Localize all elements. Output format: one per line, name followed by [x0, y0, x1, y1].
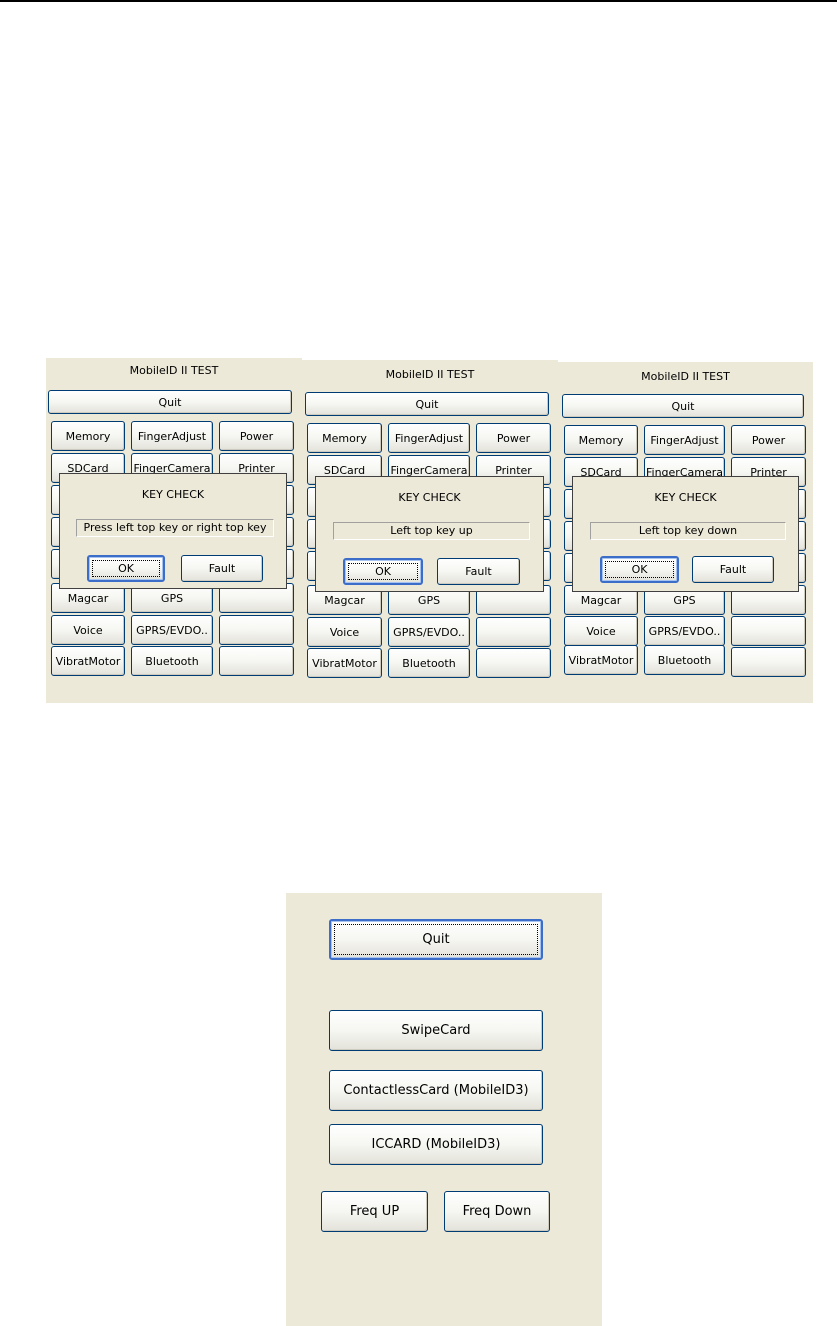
quit-button[interactable]: Quit: [305, 392, 549, 416]
vibrat-motor-button[interactable]: VibratMotor: [307, 648, 382, 678]
bluetooth-button[interactable]: Bluetooth: [388, 648, 470, 678]
voice-button[interactable]: Voice: [564, 616, 638, 646]
bluetooth-button[interactable]: Bluetooth: [131, 646, 213, 676]
key-check-dialog: KEY CHECK Left top key down OK Fault: [572, 476, 799, 592]
fault-button[interactable]: Fault: [181, 555, 263, 582]
voice-button[interactable]: Voice: [307, 617, 382, 647]
card-test-screen: Quit SwipeCard ContactlessCard (MobileID…: [286, 893, 602, 1326]
vibrat-motor-button[interactable]: VibratMotor: [564, 645, 638, 675]
memory-button[interactable]: Memory: [307, 423, 382, 453]
screen-title: MobileID II TEST: [641, 370, 730, 383]
dialog-title: KEY CHECK: [654, 491, 717, 504]
swipe-card-button[interactable]: SwipeCard: [329, 1010, 543, 1051]
power-button[interactable]: Power: [476, 423, 551, 453]
contactless-card-button[interactable]: ContactlessCard (MobileID3): [329, 1070, 543, 1111]
page-top-rule: [0, 0, 837, 2]
power-button[interactable]: Power: [219, 421, 294, 451]
fault-button[interactable]: Fault: [692, 556, 774, 583]
bluetooth-button[interactable]: Bluetooth: [644, 645, 725, 675]
empty-button-7[interactable]: [731, 616, 806, 646]
memory-button[interactable]: Memory: [564, 425, 638, 455]
gprs-evdo-button[interactable]: GPRS/EVDO..: [644, 616, 725, 646]
test-screen-2: MobileID II TEST Quit Memory FingerAdjus…: [302, 360, 558, 703]
test-screen-1: MobileID II TEST Quit Memory FingerAdjus…: [46, 358, 302, 703]
key-status-field: Left top key down: [590, 522, 786, 540]
ok-button[interactable]: OK: [600, 556, 679, 583]
key-check-dialog: KEY CHECK Left top key up OK Fault: [315, 476, 544, 592]
key-status-field: Left top key up: [333, 522, 530, 540]
empty-button-8[interactable]: [731, 647, 806, 677]
memory-button[interactable]: Memory: [51, 421, 125, 451]
vibrat-motor-button[interactable]: VibratMotor: [51, 646, 125, 676]
quit-button[interactable]: Quit: [562, 394, 804, 418]
quit-button[interactable]: Quit: [329, 919, 543, 960]
empty-button-8[interactable]: [476, 648, 551, 678]
key-status-field: Press left top key or right top key: [76, 519, 274, 537]
fault-button[interactable]: Fault: [437, 558, 520, 585]
finger-adjust-button[interactable]: FingerAdjust: [388, 423, 470, 453]
gprs-evdo-button[interactable]: GPRS/EVDO..: [388, 617, 470, 647]
finger-adjust-button[interactable]: FingerAdjust: [131, 421, 213, 451]
iccard-button[interactable]: ICCARD (MobileID3): [329, 1124, 543, 1165]
screen-title: MobileID II TEST: [385, 368, 475, 381]
gprs-evdo-button[interactable]: GPRS/EVDO..: [131, 615, 213, 645]
freq-up-button[interactable]: Freq UP: [321, 1191, 428, 1232]
screen-title: MobileID II TEST: [129, 364, 219, 377]
voice-button[interactable]: Voice: [51, 615, 125, 645]
empty-button-7[interactable]: [219, 615, 294, 645]
empty-button-8[interactable]: [219, 646, 294, 676]
quit-button[interactable]: Quit: [48, 390, 292, 414]
power-button[interactable]: Power: [731, 425, 806, 455]
dialog-title: KEY CHECK: [398, 491, 461, 504]
ok-button[interactable]: OK: [87, 555, 165, 582]
finger-adjust-button[interactable]: FingerAdjust: [644, 425, 725, 455]
empty-button-7[interactable]: [476, 617, 551, 647]
dialog-title: KEY CHECK: [141, 488, 205, 501]
key-check-dialog: KEY CHECK Press left top key or right to…: [59, 473, 287, 589]
test-screen-3: MobileID II TEST Quit Memory FingerAdjus…: [558, 362, 813, 703]
freq-down-button[interactable]: Freq Down: [444, 1191, 550, 1232]
ok-button[interactable]: OK: [343, 558, 423, 585]
